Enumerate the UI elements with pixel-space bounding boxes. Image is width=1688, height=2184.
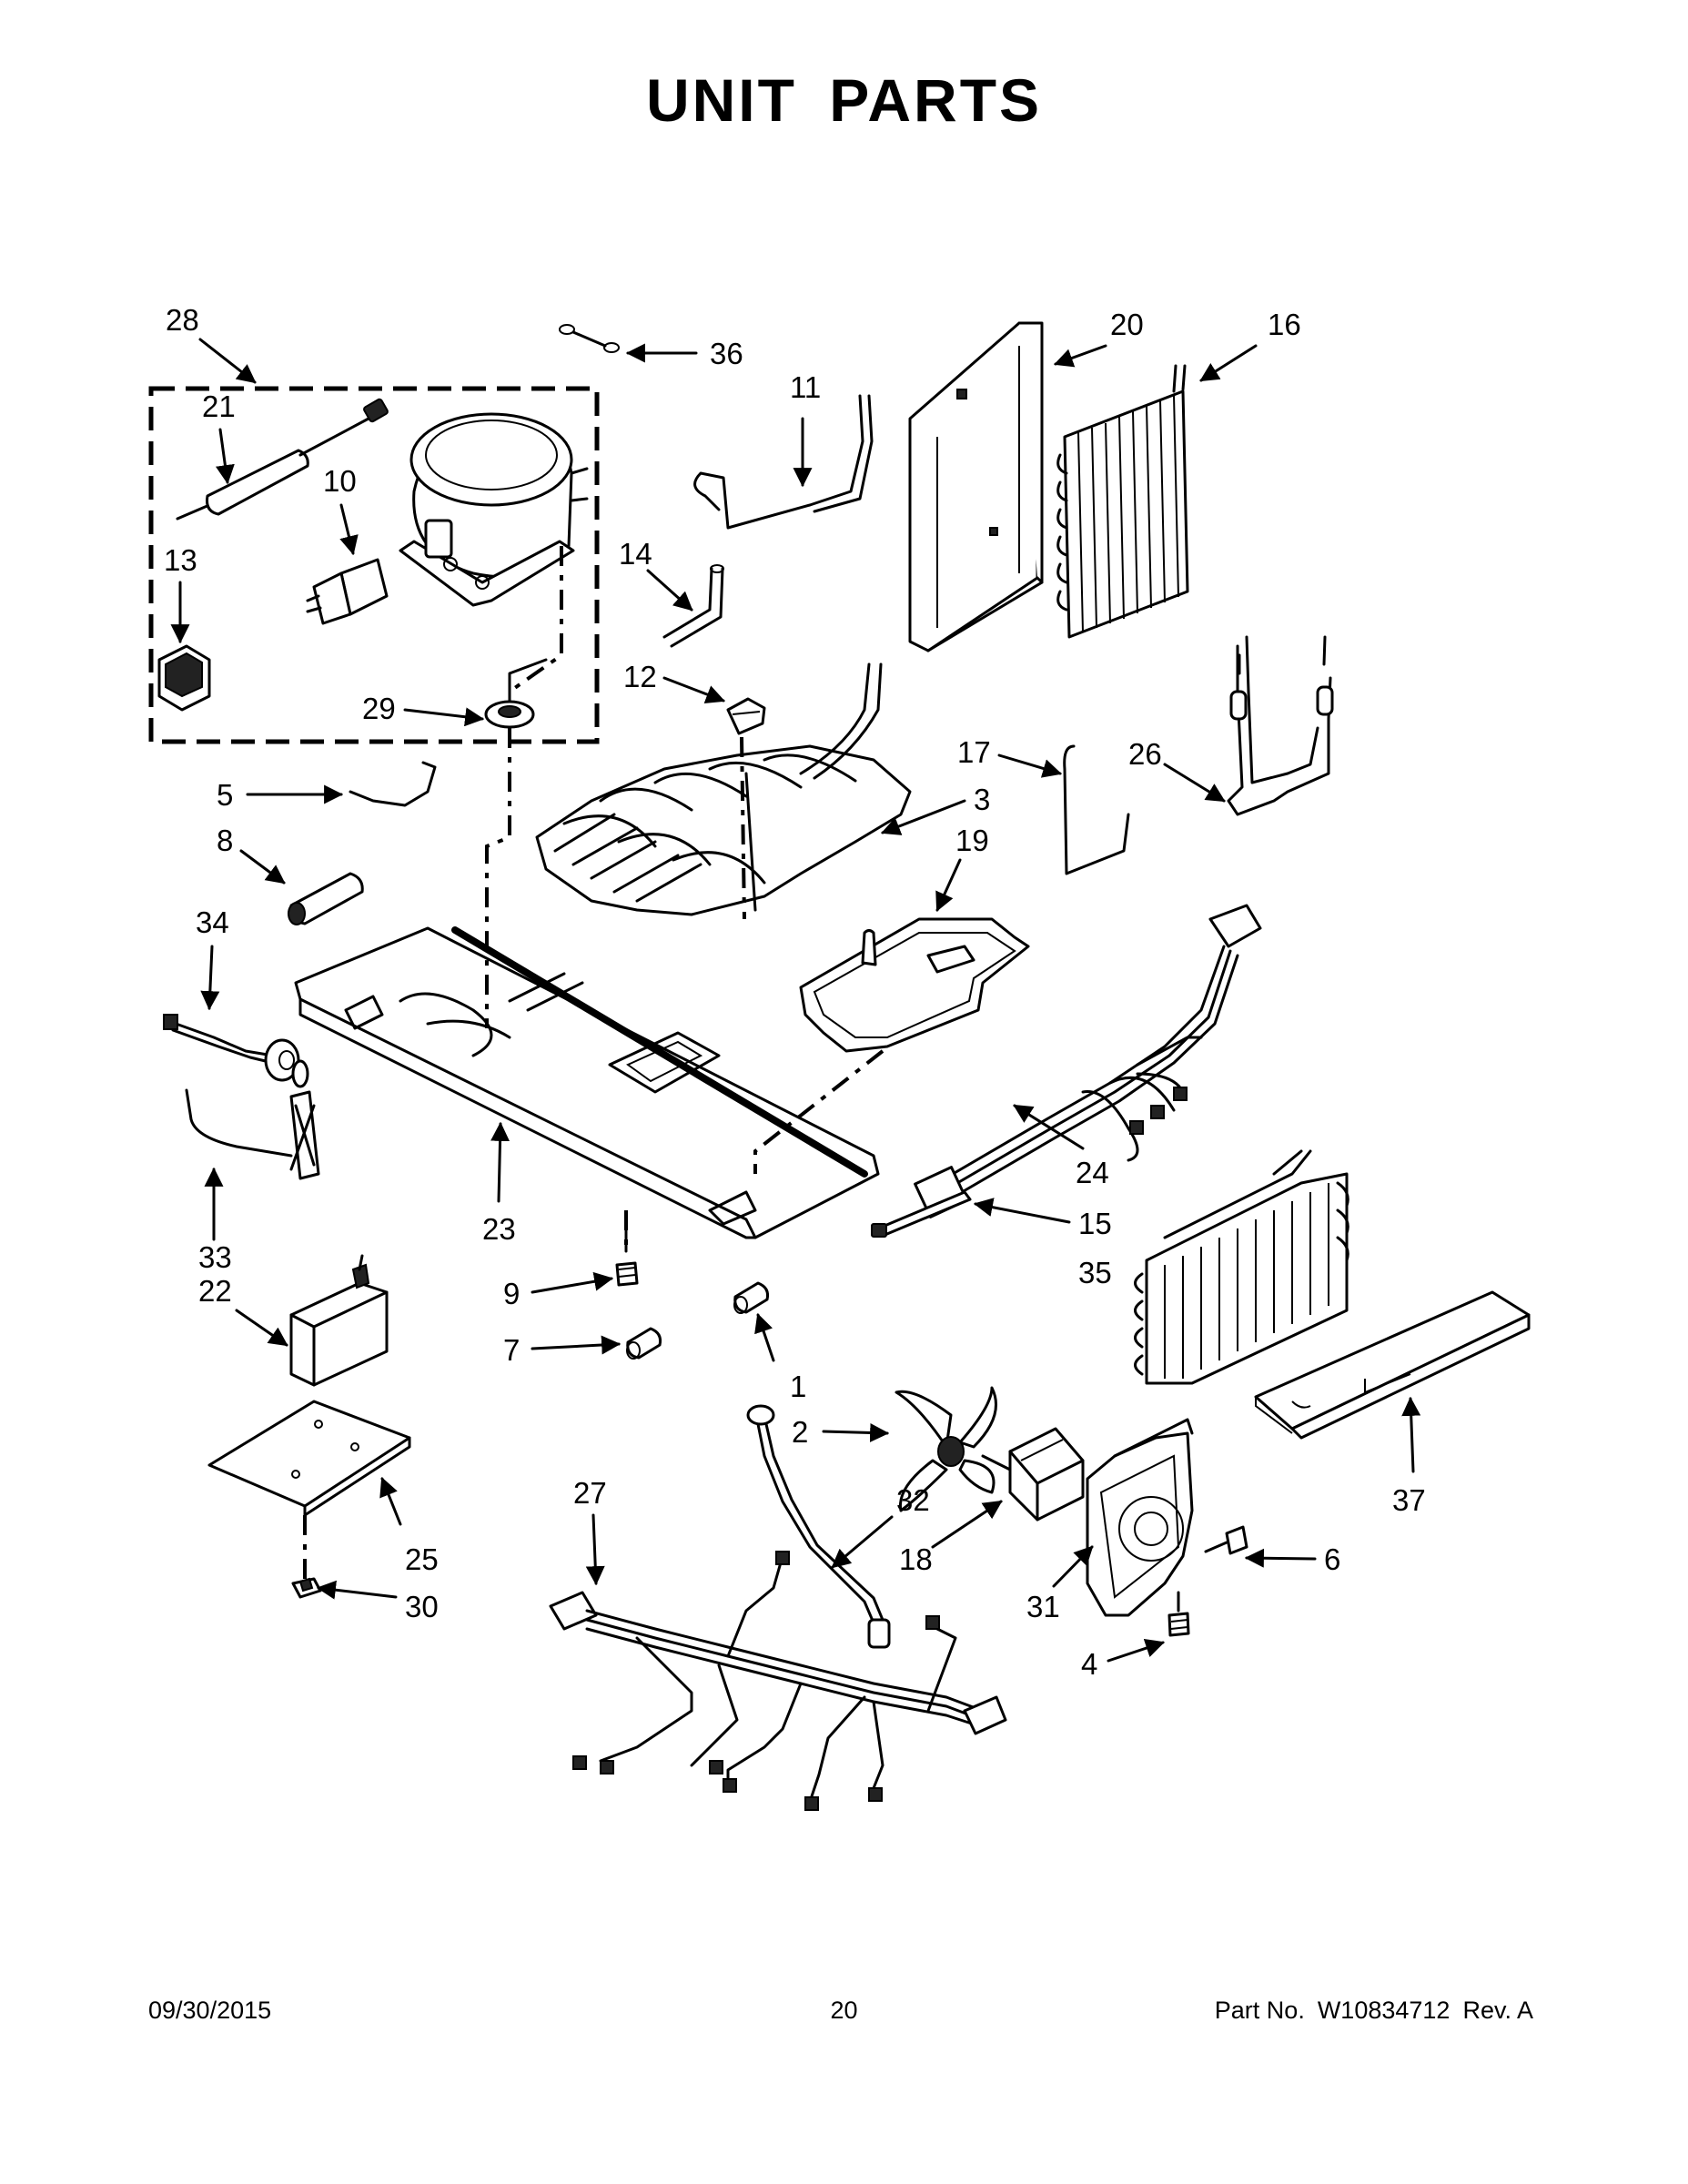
part-number: W10834712 [1317, 1997, 1450, 2024]
wire-harness-27 [549, 1551, 1007, 1811]
callout-30: 30 [405, 1590, 439, 1623]
evaporator-cover [908, 321, 1044, 652]
callout-25: 25 [405, 1542, 439, 1576]
clip-12 [726, 697, 766, 735]
callout-14: 14 [619, 537, 652, 571]
callout-9: 9 [503, 1277, 520, 1310]
tube-26 [1227, 635, 1334, 816]
callout-19: 19 [955, 824, 989, 857]
compressor [399, 412, 589, 607]
condenser [535, 662, 912, 916]
callout-3: 3 [974, 783, 990, 816]
control-board [289, 1254, 389, 1387]
tube-11 [693, 394, 874, 530]
footer-part-number: Part No. W10834712 Rev. A [1202, 1997, 1533, 2025]
callout-1: 1 [790, 1370, 806, 1403]
footer-date: 09/30/2015 [148, 1997, 272, 2024]
callout-13: 13 [164, 543, 197, 577]
assembly-line [485, 728, 511, 1028]
callout-2: 2 [792, 1415, 808, 1449]
callout-22: 22 [198, 1274, 232, 1308]
callout-28: 28 [166, 303, 199, 337]
callout-36: 36 [710, 337, 743, 370]
compressor-kit-box [148, 386, 600, 744]
relay [306, 558, 389, 625]
tube-8 [288, 872, 364, 925]
wire-5 [349, 761, 437, 807]
callout-11: 11 [790, 370, 821, 404]
callout-27: 27 [573, 1476, 607, 1510]
callout-24: 24 [1076, 1156, 1109, 1189]
callout-10: 10 [323, 464, 357, 498]
callout-31: 31 [1026, 1590, 1060, 1623]
callout-4: 4 [1081, 1647, 1097, 1681]
page-title: UNIT PARTS [645, 66, 1043, 134]
callout-35: 35 [1078, 1256, 1112, 1289]
callout-29: 29 [362, 692, 396, 725]
evaporator [1056, 364, 1189, 639]
heater-assembly [185, 1059, 320, 1180]
filter-drier [176, 398, 389, 521]
heater-plate [207, 1400, 411, 1517]
callout-7: 7 [503, 1333, 520, 1367]
callout-5: 5 [217, 778, 233, 812]
callout-15: 15 [1078, 1207, 1112, 1240]
revision: Rev. A [1462, 1997, 1533, 2024]
callout-12: 12 [623, 660, 657, 693]
grommet [484, 658, 548, 729]
callout-33: 33 [198, 1240, 232, 1274]
plug-7 [626, 1327, 662, 1360]
callout-8: 8 [217, 824, 233, 857]
screw-6 [1204, 1525, 1248, 1555]
callout-23: 23 [482, 1212, 516, 1246]
drain-pan [799, 917, 1030, 1053]
clip-30 [291, 1577, 322, 1599]
callout-32: 32 [896, 1483, 930, 1517]
condenser-coil [1134, 1149, 1349, 1385]
callout-37: 37 [1392, 1483, 1426, 1517]
tube-36 [559, 324, 620, 353]
callout-34: 34 [196, 905, 229, 939]
callout-20: 20 [1110, 308, 1144, 341]
callout-16: 16 [1268, 308, 1301, 341]
callout-21: 21 [202, 389, 236, 423]
callout-6: 6 [1324, 1542, 1340, 1576]
callout-18: 18 [899, 1542, 933, 1576]
plug-1 [733, 1281, 769, 1314]
assembly-line [740, 736, 746, 920]
assembly-line [753, 1049, 884, 1174]
screw-4 [1167, 1591, 1190, 1637]
sensor-assembly [163, 1014, 300, 1082]
callout-17: 17 [957, 735, 991, 769]
callouts: 28 36 11 20 16 21 10 13 14 12 29 17 26 5… [164, 303, 1426, 1681]
fan-blade [895, 1386, 997, 1512]
footer-page-number: 20 [830, 1997, 858, 2024]
fan-bracket [1086, 1418, 1194, 1617]
callout-26: 26 [1128, 737, 1162, 771]
cable-tie [871, 1190, 972, 1238]
leader-arrows [170, 338, 1421, 1663]
part-label: Part No. [1214, 1997, 1305, 2024]
base-plate [294, 926, 880, 1239]
fan-motor [981, 1427, 1085, 1522]
air-duct [1254, 1290, 1531, 1440]
tube-14 [662, 564, 724, 648]
tube-17 [1063, 744, 1130, 875]
overload [157, 644, 211, 712]
thermistor [746, 1404, 891, 1649]
